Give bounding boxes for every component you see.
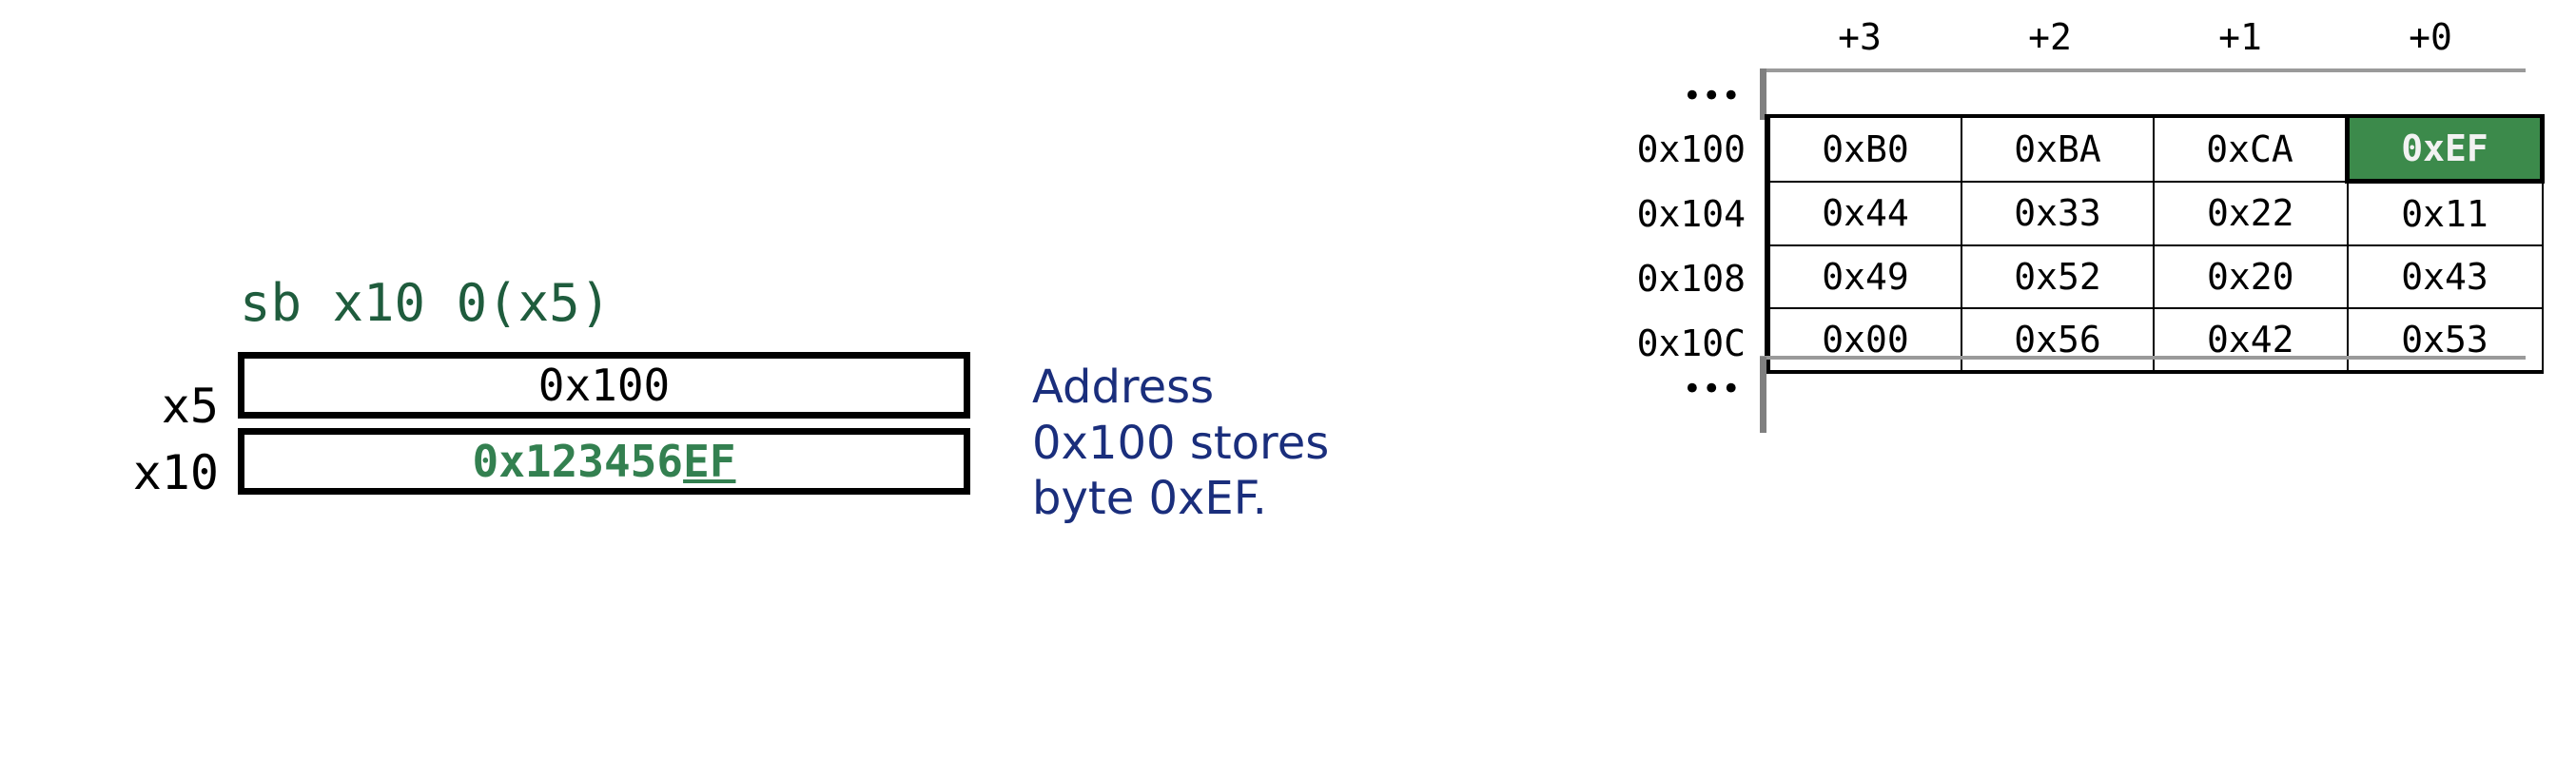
register-box-x5: 0x100 xyxy=(238,352,970,419)
table-row: 0x44 0x33 0x22 0x11 xyxy=(1765,180,2544,246)
memory-cell-0x10F: 0x00 xyxy=(1765,307,1962,374)
table-row: 0x49 0x52 0x20 0x43 xyxy=(1765,244,2544,309)
register-value-x10-stored-byte: EF xyxy=(683,436,736,487)
register-value-x5: 0x100 xyxy=(537,360,671,411)
memory-rail-top-cap xyxy=(1760,68,2526,72)
memory-panel: +3 +2 +1 +0 ••• 0x100 0x104 0x108 0x10C … xyxy=(1570,0,2576,761)
memory-cell-0x106: 0x33 xyxy=(1961,180,2155,246)
memory-cell-0x10C: 0x53 xyxy=(2346,307,2544,374)
memory-cell-0x108: 0x43 xyxy=(2346,244,2544,309)
memory-column-header-plus0: +0 xyxy=(2409,16,2452,58)
memory-cell-0x103: 0xB0 xyxy=(1765,114,1962,183)
memory-cell-0x105: 0x22 xyxy=(2153,180,2349,246)
register-value-x10-prefix: 0x123456 xyxy=(472,436,684,487)
memory-rail-bottom-cap xyxy=(1760,356,2526,360)
memory-column-header-plus2: +2 xyxy=(2028,16,2072,58)
memory-column-header-plus3: +3 xyxy=(1838,16,1882,58)
memory-cell-0x109: 0x20 xyxy=(2153,244,2349,309)
memory-cell-0x10E: 0x56 xyxy=(1961,307,2155,374)
memory-table: 0xB0 0xBA 0xCA 0xEF 0x44 0x33 0x22 0x11 … xyxy=(1765,114,2545,374)
memory-cell-0x10B: 0x49 xyxy=(1765,244,1962,309)
instruction-text: sb x10 0(x5) xyxy=(240,273,612,333)
explanation-note: Address 0x100 stores byte 0xEF. xyxy=(1032,361,1330,526)
register-box-x10: 0x123456EF xyxy=(238,428,970,495)
table-row: 0x00 0x56 0x42 0x53 xyxy=(1765,307,2544,374)
memory-cell-0x104: 0x11 xyxy=(2346,180,2544,246)
memory-cell-0x107: 0x44 xyxy=(1765,180,1962,246)
memory-cell-0x100-highlighted: 0xEF xyxy=(2345,114,2545,184)
table-row: 0xB0 0xBA 0xCA 0xEF xyxy=(1765,114,2545,184)
memory-rail-bottom xyxy=(1760,357,1766,433)
memory-row-address-0x108: 0x108 xyxy=(1636,258,1746,300)
memory-column-header-plus1: +1 xyxy=(2218,16,2262,58)
memory-row-address-0x104: 0x104 xyxy=(1636,193,1746,235)
register-panel: sb x10 0(x5) x5 0x100 x10 0x123456EF Add… xyxy=(132,273,1330,526)
memory-cell-0x10D: 0x42 xyxy=(2153,307,2349,374)
memory-ellipsis-top: ••• xyxy=(1682,77,1741,115)
memory-cell-0x10A: 0x52 xyxy=(1961,244,2155,309)
memory-row-address-0x10C: 0x10C xyxy=(1636,322,1746,364)
memory-rail-top xyxy=(1760,68,1766,120)
memory-row-address-0x100: 0x100 xyxy=(1636,128,1746,170)
register-value-x10: 0x123456EF xyxy=(473,439,736,483)
register-label-x5: x5 xyxy=(161,379,219,434)
memory-ellipsis-bottom: ••• xyxy=(1682,370,1741,408)
memory-cell-0x102: 0xBA xyxy=(1961,114,2155,183)
memory-cell-0x101: 0xCA xyxy=(2153,114,2349,183)
memory-column-headers: +3 +2 +1 +0 xyxy=(1765,19,2526,67)
register-label-x10: x10 xyxy=(132,445,219,500)
